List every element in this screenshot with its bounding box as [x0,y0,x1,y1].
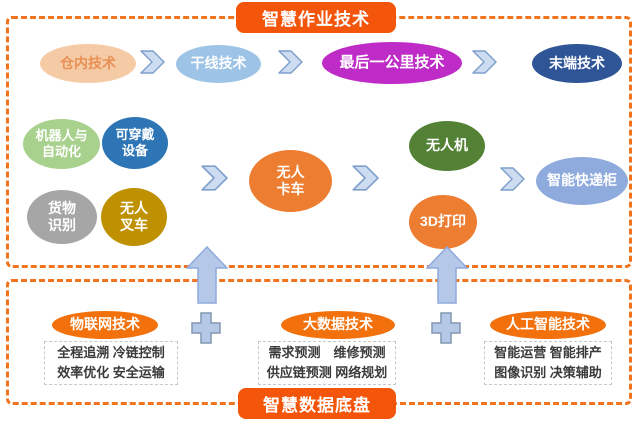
desc-line: 全程追溯 冷链控制 [57,345,165,360]
chevron-right-icon [201,165,228,191]
chevron-right-icon [500,167,525,191]
node-warehouse-tech: 仓内技术 [40,44,136,83]
smart-data-banner: 智慧数据底盘 [238,388,396,419]
smart-operations-banner: 智慧作业技术 [236,2,396,33]
desc-line: 效率优化 安全运输 [57,365,165,380]
desc-line: 供应链预测 网络规划 [266,365,388,380]
big-data-tech-label: 大数据技术 [281,311,395,339]
ai-tech-label: 人工智能技术 [490,311,606,339]
node-smart-parcel-locker: 智能快递柜 [536,157,628,205]
node-unmanned-forklift: 无人 叉车 [101,188,167,246]
plus-icon [191,312,221,344]
node-wearable-devices: 可穿戴 设备 [102,117,168,169]
node-trunk-line-tech: 干线技术 [176,45,261,83]
up-arrow-icon [426,246,468,304]
node-cargo-recognition: 货物 识别 [27,190,97,244]
chevron-right-icon [472,50,497,74]
chevron-right-icon [140,50,165,74]
node-robotics-automation: 机器人与 自动化 [23,119,100,169]
node-unmanned-truck: 无人 卡车 [249,150,332,212]
desc-line: 智能运营 智能排产 [494,345,602,360]
desc-line: 图像识别 决策辅助 [494,365,602,380]
node-3d-printing: 3D打印 [409,195,477,249]
up-arrow-icon [186,246,228,304]
chevron-right-icon [352,165,379,191]
node-last-mile-tech: 最后一公里技术 [322,42,462,84]
node-terminal-tech: 末端技术 [532,44,622,83]
node-drone: 无人机 [409,121,485,171]
iot-tech-label: 物联网技术 [52,311,158,339]
big-data-desc-box: 需求预测 维修预测 供应链预测 网络规划 [258,341,396,385]
ai-desc-box: 智能运营 智能排产 图像识别 决策辅助 [484,341,612,385]
plus-icon [431,312,461,344]
iot-desc-box: 全程追溯 冷链控制 效率优化 安全运输 [44,341,178,385]
desc-line: 需求预测 维修预测 [268,345,386,360]
chevron-right-icon [278,50,303,74]
